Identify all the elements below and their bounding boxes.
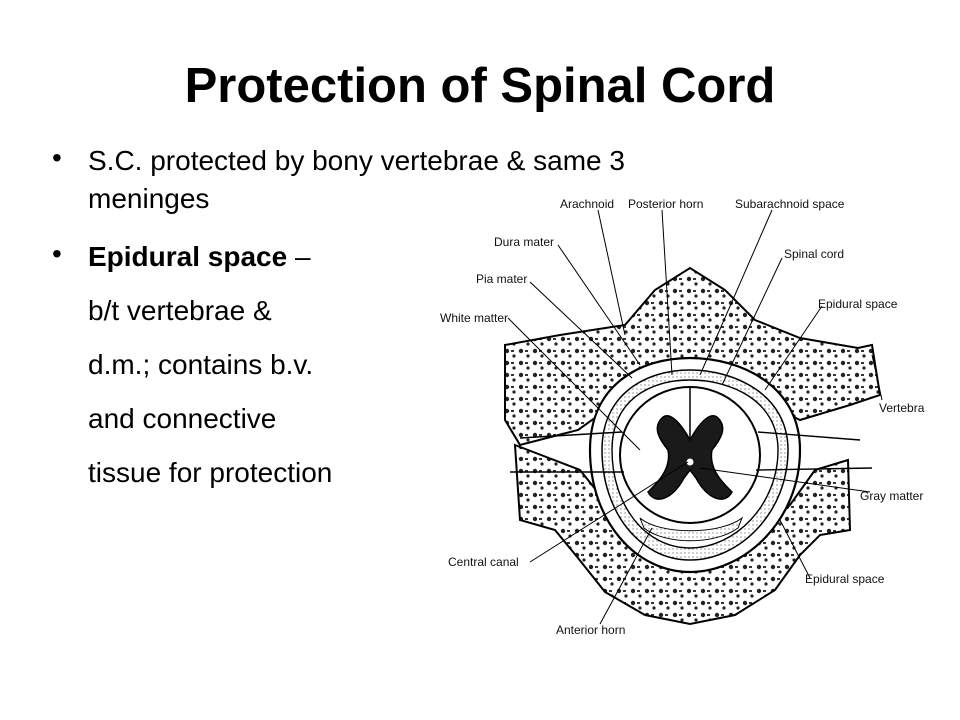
label-gray-matter: Gray matter (860, 489, 923, 503)
bullet-2-line-4: tissue for protection (88, 457, 333, 488)
gray-matter (647, 415, 733, 500)
label-pia-mater: Pia mater (476, 272, 527, 286)
label-arachnoid: Arachnoid (560, 197, 614, 211)
bullet-2-dash: – (287, 241, 311, 272)
nerve-root-right (755, 431, 873, 471)
anterior-region (639, 516, 744, 542)
label-epidural-space-bottom: Epidural space (805, 572, 885, 586)
spinal-cord-cross-section-diagram: Arachnoid Posterior horn Subarachnoid sp… (440, 197, 925, 637)
label-dura-mater: Dura mater (494, 235, 554, 249)
epidural-space-term: Epidural space (88, 241, 288, 272)
label-white-matter: White matter (440, 311, 508, 325)
central-canal (686, 458, 694, 466)
label-epidural-space-top: Epidural space (818, 297, 898, 311)
bullet-marker: • (52, 142, 62, 173)
label-subarachnoid-space: Subarachnoid space (735, 197, 845, 211)
bullet-2-heading: Epidural space – (88, 238, 311, 276)
label-anterior-horn: Anterior horn (556, 623, 625, 637)
bullet-2-line-1: b/t vertebrae & (88, 295, 272, 326)
bullet-2-line-2: d.m.; contains b.v. (88, 349, 314, 380)
bullet-1-line-1: S.C. protected by bony vertebrae & same … (88, 145, 625, 176)
label-vertebra: Vertebra (879, 401, 925, 415)
bullet-1-line-2: meninges (88, 183, 210, 214)
label-central-canal: Central canal (448, 555, 519, 569)
nerve-root-left (510, 431, 624, 473)
bullet-marker: • (52, 238, 62, 269)
label-spinal-cord: Spinal cord (784, 247, 844, 261)
label-posterior-horn: Posterior horn (628, 197, 703, 211)
bullet-2-line-3: and connective (88, 403, 277, 434)
leader-lines (507, 209, 883, 625)
slide-title: Protection of Spinal Cord (184, 59, 776, 113)
